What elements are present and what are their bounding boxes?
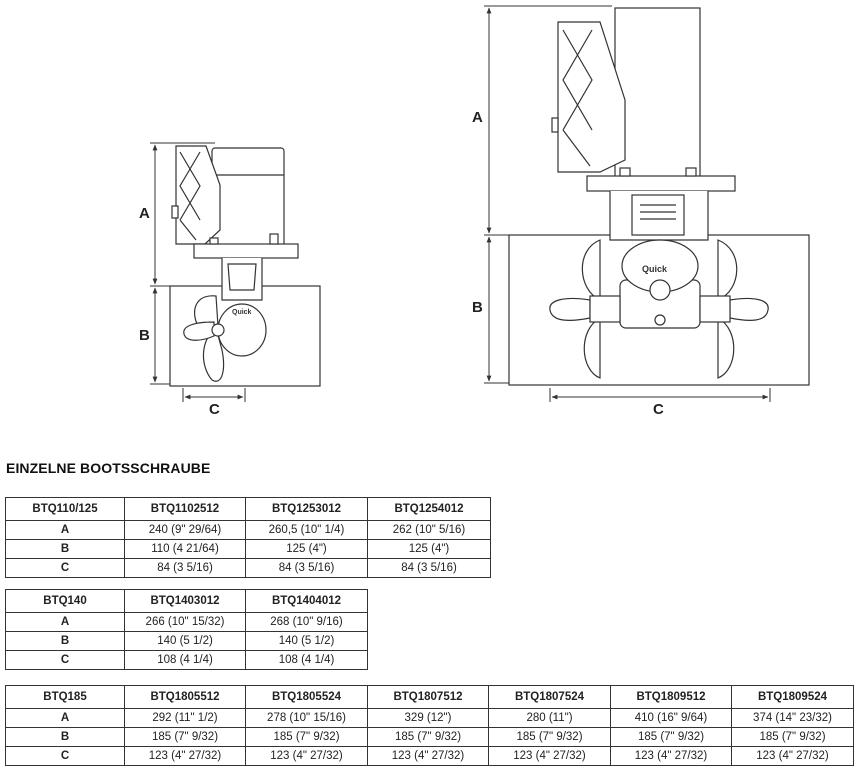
table-cell: 185 (7" 9/32) [610,727,732,747]
table-header-row: BTQ185 BTQ1805512 BTQ1805524 BTQ1807512 … [5,685,854,709]
table-column-header: BTQ1253012 [245,497,368,521]
table-cell: 185 (7" 9/32) [245,727,368,747]
table-cell: 108 (4 1/4) [124,650,246,670]
table-row-label: C [5,746,125,766]
spec-table-btq140: BTQ140 BTQ1403012 BTQ1404012 A 266 (10" … [5,589,368,670]
table-cell: 123 (4" 27/32) [245,746,368,766]
table-header-row: BTQ110/125 BTQ1102512 BTQ1253012 BTQ1254… [5,497,491,521]
table-column-header: BTQ1403012 [124,589,246,613]
table-row-label: C [5,558,125,578]
table-column-header: BTQ1404012 [245,589,368,613]
table-row: C 84 (3 5/16) 84 (3 5/16) 84 (3 5/16) [5,558,491,578]
table-column-header: BTQ1254012 [367,497,491,521]
table-row-label: B [5,631,125,651]
table-cell: 268 (10" 9/16) [245,612,368,632]
table-column-header: BTQ1807512 [367,685,489,709]
table-row-label: B [5,539,125,559]
side-view-label-c: C [209,401,220,418]
table-cell: 410 (16" 9/64) [610,708,732,728]
side-view-dimensions [150,142,246,402]
table-row-label: A [5,612,125,632]
table-cell: 185 (7" 9/32) [731,727,854,747]
table-cell: 374 (14" 23/32) [731,708,854,728]
table-cell: 125 (4") [367,539,491,559]
table-cell: 84 (3 5/16) [245,558,368,578]
table-cell: 329 (12") [367,708,489,728]
table-row-label: A [5,520,125,540]
table-row: C 123 (4" 27/32) 123 (4" 27/32) 123 (4" … [5,746,854,766]
table-row-label: C [5,650,125,670]
spec-table-btq185: BTQ185 BTQ1805512 BTQ1805524 BTQ1807512 … [5,685,854,766]
table-row: B 140 (5 1/2) 140 (5 1/2) [5,631,368,651]
table-cell: 185 (7" 9/32) [367,727,489,747]
table-cell: 123 (4" 27/32) [610,746,732,766]
table-row: B 185 (7" 9/32) 185 (7" 9/32) 185 (7" 9/… [5,727,854,747]
svg-text:Quick: Quick [232,309,252,316]
table-row: A 292 (11" 1/2) 278 (10" 15/16) 329 (12"… [5,708,854,728]
table-column-header: BTQ1102512 [124,497,246,521]
table-row: C 108 (4 1/4) 108 (4 1/4) [5,650,368,670]
table-cell: 84 (3 5/16) [367,558,491,578]
section-heading: EINZELNE BOOTSSCHRAUBE [6,460,211,476]
table-row: B 110 (4 21/64) 125 (4") 125 (4") [5,539,491,559]
table-cell: 266 (10" 15/32) [124,612,246,632]
table-row: A 266 (10" 15/32) 268 (10" 9/16) [5,612,368,632]
table-model-cell: BTQ140 [5,589,125,613]
table-column-header: BTQ1807524 [488,685,611,709]
table-cell: 125 (4") [245,539,368,559]
table-row: A 240 (9" 29/64) 260,5 (10" 1/4) 262 (10… [5,520,491,540]
table-header-row: BTQ140 BTQ1403012 BTQ1404012 [5,589,368,613]
table-cell: 280 (11") [488,708,611,728]
table-column-header: BTQ1805512 [124,685,246,709]
side-view-drawing: Quick [169,145,321,387]
table-cell: 123 (4" 27/32) [124,746,246,766]
table-model-cell: BTQ110/125 [5,497,125,521]
side-view-label-b: B [139,327,150,344]
front-view-label-b: B [472,299,483,316]
table-cell: 185 (7" 9/32) [488,727,611,747]
thruster-drawings: Quick A B C [139,5,810,418]
table-column-header: BTQ1809512 [610,685,732,709]
table-row-label: B [5,727,125,747]
spec-table-btq110-125: BTQ110/125 BTQ1102512 BTQ1253012 BTQ1254… [5,497,491,578]
table-cell: 292 (11" 1/2) [124,708,246,728]
table-model-cell: BTQ185 [5,685,125,709]
table-cell: 110 (4 21/64) [124,539,246,559]
front-view-label-c: C [653,401,664,418]
table-cell: 278 (10" 15/16) [245,708,368,728]
table-cell: 108 (4 1/4) [245,650,368,670]
table-cell: 262 (10" 5/16) [367,520,491,540]
table-cell: 84 (3 5/16) [124,558,246,578]
side-view-label-a: A [139,205,150,222]
front-view-dimensions [484,5,771,402]
table-cell: 185 (7" 9/32) [124,727,246,747]
table-cell: 240 (9" 29/64) [124,520,246,540]
front-view-label-a: A [472,109,483,126]
front-view-drawing: Quick [508,7,810,386]
table-column-header: BTQ1805524 [245,685,368,709]
svg-text:Quick: Quick [642,264,668,274]
table-cell: 123 (4" 27/32) [367,746,489,766]
table-cell: 140 (5 1/2) [245,631,368,651]
table-cell: 260,5 (10" 1/4) [245,520,368,540]
table-cell: 123 (4" 27/32) [731,746,854,766]
table-row-label: A [5,708,125,728]
table-cell: 140 (5 1/2) [124,631,246,651]
table-column-header: BTQ1809524 [731,685,854,709]
table-cell: 123 (4" 27/32) [488,746,611,766]
